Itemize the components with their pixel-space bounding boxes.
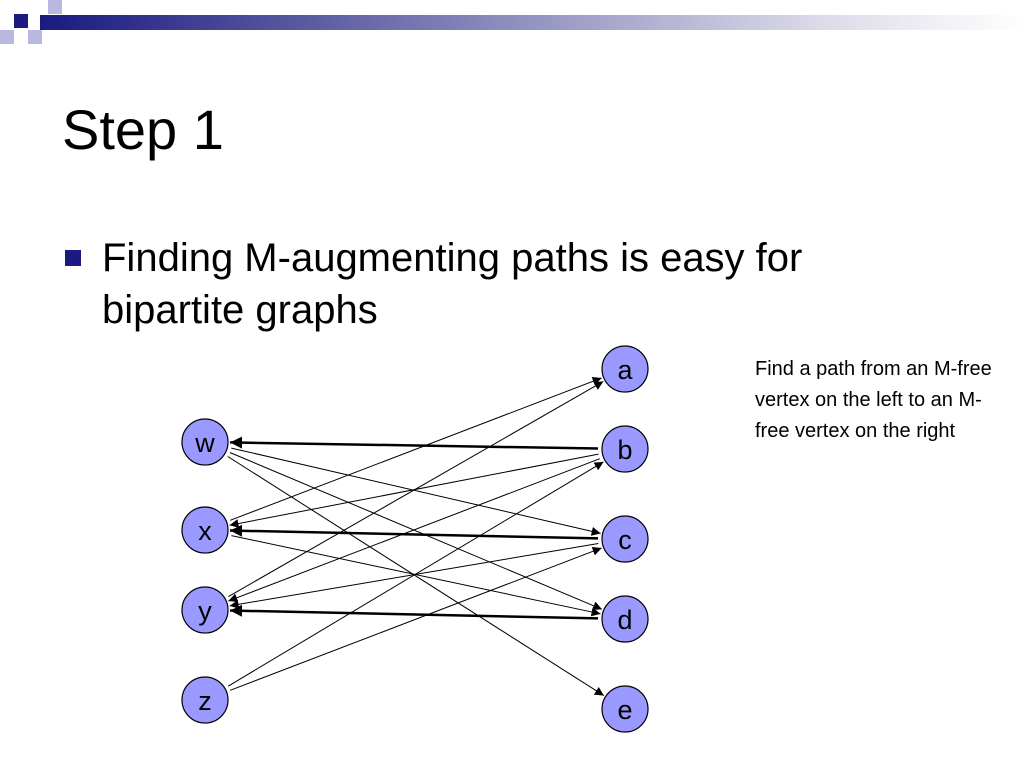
edge-w-e [227,456,605,697]
edge-z-b [227,461,604,687]
side-note: Find a path from an M-free vertex on the… [755,358,992,442]
edge-z-c [230,546,602,691]
node-label-x: x [198,516,212,546]
edge-b-w-matched [229,436,599,450]
deco-square [28,30,42,44]
node-y [181,586,229,634]
edge-layer [227,376,605,697]
title-decoration [0,0,1024,48]
bullet-icon [65,250,81,266]
node-x [181,506,229,554]
edge-b-y [228,458,600,603]
node-a [601,345,649,393]
node-label-z: z [198,686,212,716]
node-label-d: d [617,605,632,635]
node-e [601,685,649,733]
node-label-c: c [618,525,632,555]
deco-square [0,30,14,44]
node-w [181,418,229,466]
bullet-text: Finding M-augmenting paths is easy for b… [102,236,803,332]
node-label-w: w [194,428,215,458]
node-c [601,515,649,563]
deco-square [14,14,28,28]
node-label-a: a [617,355,633,385]
node-label-b: b [617,435,632,465]
edge-x-a [230,376,602,521]
edge-c-x-matched [229,524,599,540]
node-z [181,676,229,724]
edge-d-y-matched [229,604,599,620]
node-label-y: y [198,596,212,626]
slide-title: Step 1 [62,98,224,161]
node-label-e: e [617,695,632,725]
node-layer: w x y z a b c d e [181,345,649,733]
edge-w-c [231,447,601,536]
node-d [601,595,649,643]
deco-square [48,0,62,14]
edge-w-d [229,452,603,610]
title-gradient-band [40,15,1024,30]
edge-y-a [228,381,604,597]
node-b [601,425,649,473]
